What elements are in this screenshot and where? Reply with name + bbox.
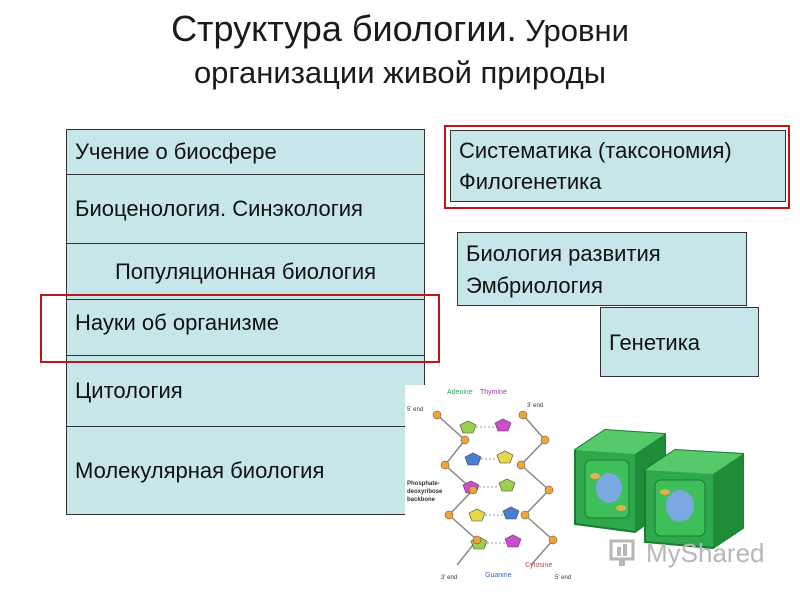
title-main: Структура биологии. xyxy=(171,8,517,49)
level-organism: Науки об организме xyxy=(66,299,425,356)
level-population: Популяционная биология xyxy=(66,243,425,300)
cytosine-label: Cytosine xyxy=(525,562,552,569)
level-cytology: Цитология xyxy=(66,355,425,427)
plant-cell-right xyxy=(644,448,744,550)
phylogenetics-label: Филогенетика xyxy=(459,169,602,194)
genetics-box: Генетика xyxy=(600,307,759,377)
systematics-label: Систематика (таксономия) xyxy=(459,138,732,163)
plant-cells-image xyxy=(574,428,744,550)
backbone-label-2: deoxyribose xyxy=(407,489,443,495)
systematics-highlight-frame xyxy=(444,125,790,209)
genetics-label: Генетика xyxy=(609,330,701,355)
level-biocenology: Биоценология. Синэкология xyxy=(66,174,425,244)
level-molecular: Молекулярная биология xyxy=(66,426,425,515)
level-biosphere: Учение о биосфере xyxy=(66,129,425,175)
systematics-box: Систематика (таксономия) Филогенетика xyxy=(450,130,786,202)
guanine-label: Guanine xyxy=(485,572,512,579)
backbone-label-1: Phosphate- xyxy=(407,481,440,487)
end5-bottom-label: 5' end xyxy=(555,575,571,581)
myshared-logo-icon xyxy=(609,539,635,566)
title-line-1: Структура биологии. Уровни xyxy=(0,8,800,52)
adenine-label: Adenine xyxy=(447,389,473,396)
title-rest: Уровни xyxy=(525,13,629,48)
development-label: Биология развития xyxy=(466,241,661,266)
thymine-label: Thymine xyxy=(480,389,507,396)
myshared-watermark: MyShared xyxy=(646,538,765,568)
title-line-2: организации живой природы xyxy=(193,55,607,90)
embryology-label: Эмбриология xyxy=(466,273,603,298)
levels-stack: Учение о биосфере Биоценология. Синэколо… xyxy=(66,129,425,515)
end5-top-label: 5' end xyxy=(407,407,423,413)
end3-bottom-label: 3' end xyxy=(441,575,457,581)
slide-title: Структура биологии. Уровни организации ж… xyxy=(0,8,800,94)
backbone-label-3: backbone xyxy=(407,497,436,503)
plant-cell-left xyxy=(574,428,666,534)
development-box: Биология развития Эмбриология xyxy=(457,232,747,306)
sugar-phosphate-nodes xyxy=(432,410,558,545)
organism-highlight-frame xyxy=(40,294,440,363)
dna-structure-image: Adenine Thymine 5' end 3' end Phosphate-… xyxy=(405,385,580,585)
end3-top-label: 3' end xyxy=(527,403,543,409)
